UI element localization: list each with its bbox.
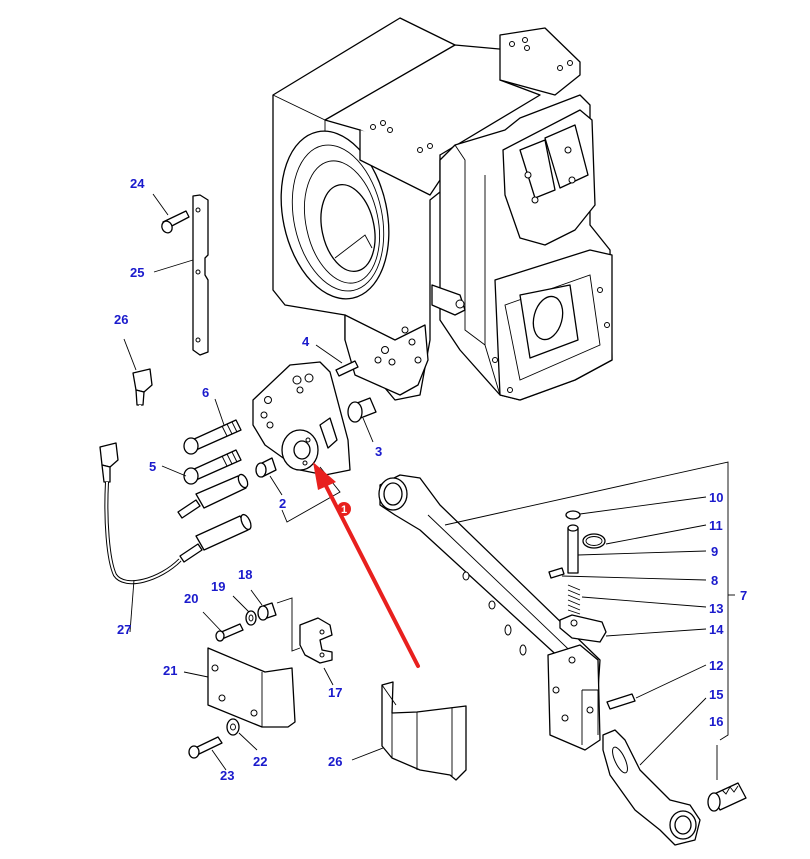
part-25-27-wiring-harness <box>99 368 252 585</box>
callout-2: 2 <box>279 496 286 511</box>
callout-15: 15 <box>709 687 723 702</box>
callout-13: 13 <box>709 601 723 616</box>
callout-27: 27 <box>117 622 131 637</box>
part-23-bolt-top <box>161 210 190 234</box>
callout-9: 9 <box>711 544 718 559</box>
part-13-spring <box>567 584 581 615</box>
callout-19: 19 <box>211 579 225 594</box>
callout-20: 20 <box>184 591 198 606</box>
callout-labels: 24 25 26 4 6 5 3 2 10 11 9 8 7 13 14 12 … <box>114 176 747 783</box>
callout-3: 3 <box>375 444 382 459</box>
arrow-shaft <box>324 484 420 668</box>
part-24-bracket-bar <box>192 194 209 356</box>
part-20-bolt <box>215 623 244 642</box>
callout-16: 16 <box>709 714 723 729</box>
callout-23-bottom: 23 <box>220 768 234 783</box>
callout-24: 25 <box>130 265 144 280</box>
part-2-bushing <box>255 457 277 478</box>
callout-10: 10 <box>709 490 723 505</box>
part-4-pin <box>335 360 359 377</box>
callout-11: 11 <box>709 518 723 533</box>
part-17-clip <box>299 617 333 664</box>
callout-22: 22 <box>253 754 267 769</box>
annotation-marker-label: 1 <box>341 504 347 516</box>
part-11-ring <box>582 533 606 549</box>
callout-12: 12 <box>709 658 723 673</box>
part-14-latch-block <box>559 614 607 643</box>
part-26-shield <box>381 681 467 781</box>
part-22-washer <box>226 718 240 736</box>
part-8-roll-pin <box>548 567 565 579</box>
callout-18: 18 <box>238 567 252 582</box>
part-6-bolt <box>183 419 242 455</box>
annotation-arrow: 1 <box>313 462 420 668</box>
annotation-marker <box>337 502 351 516</box>
callout-21: 21 <box>163 663 177 678</box>
callout-23-top: 24 <box>130 176 145 191</box>
part-10-nut <box>565 510 581 520</box>
part-19-washer <box>245 610 257 626</box>
callout-25: 26 <box>114 312 128 327</box>
part-15-hook <box>602 729 701 846</box>
callout-8: 8 <box>711 573 718 588</box>
part-16-sleeve <box>707 782 747 812</box>
part-hitch-bracket <box>252 361 351 476</box>
callout-5: 5 <box>149 459 156 474</box>
callout-7: 7 <box>740 588 747 603</box>
callout-14: 14 <box>709 622 724 637</box>
callout-26: 26 <box>328 754 342 769</box>
part-9-pin <box>567 524 579 574</box>
callout-6: 6 <box>202 385 209 400</box>
part-5-bolt <box>183 449 242 485</box>
part-7-lower-link-arm <box>378 474 601 751</box>
part-3-bushing <box>347 397 377 423</box>
part-18-bushing <box>257 602 277 621</box>
part-12-pin <box>606 693 636 710</box>
arrow-head <box>313 462 336 490</box>
part-21-bracket-plate <box>207 647 296 728</box>
callout-17: 17 <box>328 685 342 700</box>
transmission-housing <box>272 17 613 401</box>
callout-4: 4 <box>302 334 310 349</box>
part-23-bolt-bottom <box>188 736 223 759</box>
